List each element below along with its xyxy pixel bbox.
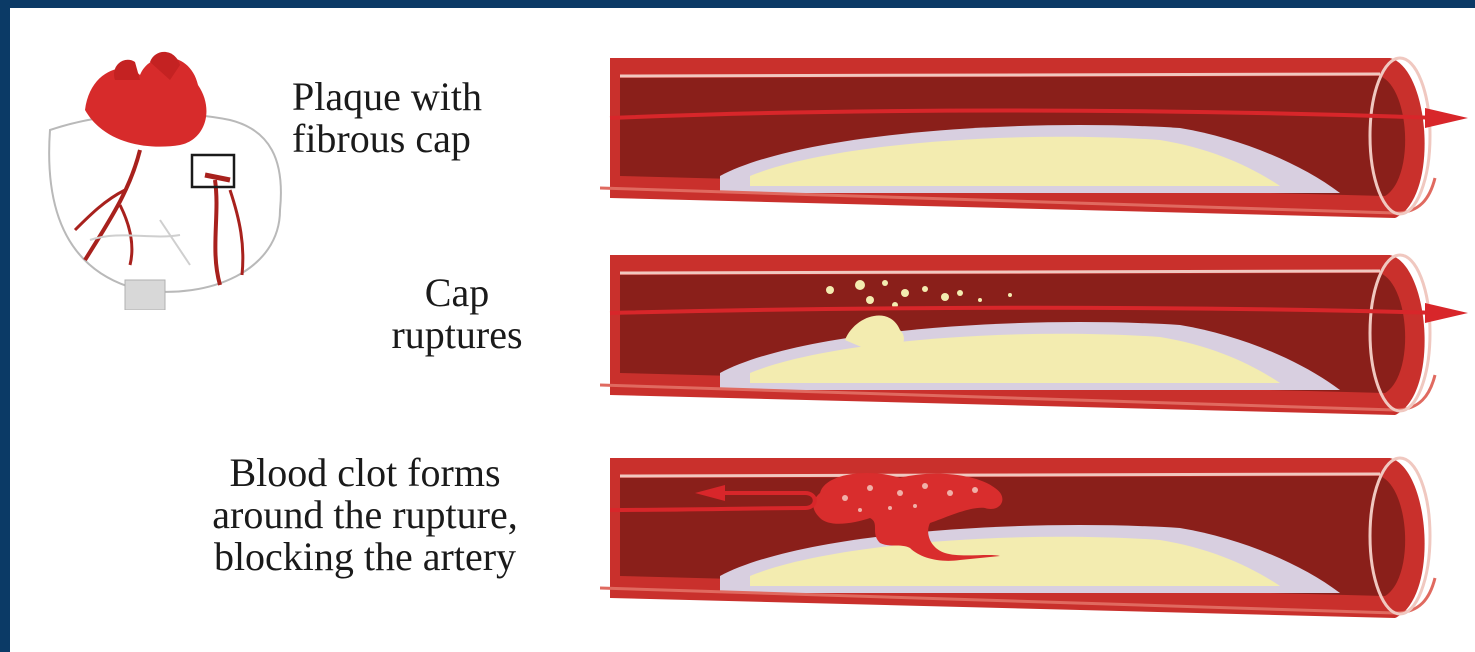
label-cap-ruptures: Cap ruptures: [372, 272, 542, 356]
artery-stage-2: [600, 245, 1470, 425]
heart-illustration: [30, 40, 300, 310]
label-line: Blood clot forms: [130, 452, 600, 494]
label-plaque-with-fibrous-cap: Plaque with fibrous cap: [292, 76, 482, 160]
label-line: ruptures: [372, 314, 542, 356]
artery-stage-1: [600, 48, 1470, 228]
artery-stage-3: [600, 448, 1470, 628]
heart-icon: [49, 52, 281, 310]
label-line: around the rupture,: [130, 494, 600, 536]
label-line: Cap: [372, 272, 542, 314]
label-line: fibrous cap: [292, 118, 482, 160]
label-line: blocking the artery: [130, 536, 600, 578]
label-blood-clot-forms: Blood clot forms around the rupture, blo…: [130, 452, 600, 578]
label-line: Plaque with: [292, 76, 482, 118]
